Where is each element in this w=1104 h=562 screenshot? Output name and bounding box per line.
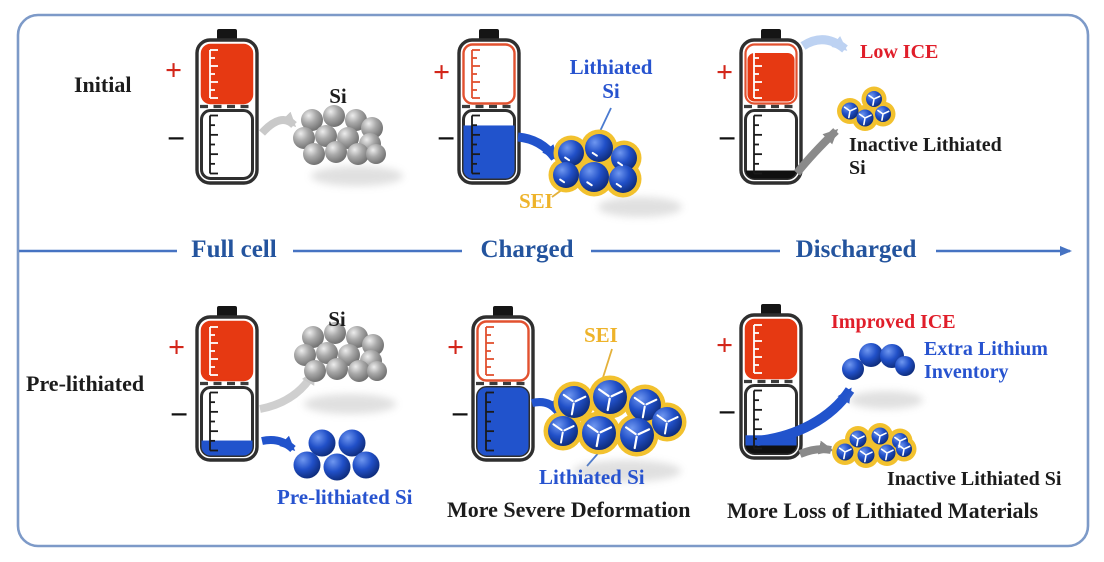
battery-terminal-nub (217, 306, 237, 318)
battery-terminal-nub (217, 29, 237, 41)
extra-lithium-inventory-label: Extra Lithium Inventory (924, 338, 1048, 383)
caption-more-loss: More Loss of Lithiated Materials (727, 498, 1039, 523)
figure-border (16, 13, 1090, 548)
prelithiated-si-label: Pre-lithiated Si (277, 485, 413, 509)
extra-lithium-cluster (842, 343, 915, 380)
si-label-initial: Si (329, 84, 347, 108)
anode-inactive-band (745, 170, 797, 179)
inactive-lithiated-si-cluster-prelithiated (832, 423, 917, 468)
minus-terminal-initial-charged: − (437, 120, 456, 156)
inactive-lithiated-si-label-prelithiated: Inactive Lithiated Si (887, 468, 1062, 490)
lithiated-si-label-prelithiated: Lithiated Si (539, 465, 645, 489)
cathode-compartment (200, 320, 254, 382)
arrow-si-extraction-initial (259, 111, 297, 136)
cluster-shadow (304, 394, 396, 414)
lithiated-si-sei-cluster (548, 129, 642, 198)
plus-terminal-pre-full: + (168, 331, 186, 364)
minus-terminal-pre-discharged: − (718, 394, 737, 430)
battery-terminal-nub (761, 304, 781, 316)
inactive-lithiated-si-label-initial: Inactive Lithiated Si (849, 134, 1002, 179)
particle-clusters (293, 86, 923, 482)
caption-more-severe-deformation: More Severe Deformation (447, 497, 691, 522)
arrow-lithiation-initial (517, 132, 559, 161)
row-label-initial: Initial (74, 72, 132, 97)
timeline-stage-full-cell: Full cell (191, 236, 277, 263)
timeline-stage-discharged: Discharged (795, 236, 917, 263)
timeline-stage-charged: Charged (480, 236, 574, 263)
minus-terminal-pre-charged: − (451, 396, 470, 432)
cathode-compartment (200, 43, 254, 105)
battery-terminal-nub (479, 29, 499, 41)
battery-icon-initial_full (195, 29, 259, 185)
battery-terminal-nub (761, 29, 781, 41)
deformed-lithiated-si-cluster (543, 375, 687, 457)
battery-terminal-nub (493, 306, 513, 318)
battery-icons (195, 29, 803, 462)
cathode-compartment (744, 318, 798, 380)
arrow-prelithiation (261, 435, 296, 453)
cluster-shadow (573, 460, 681, 482)
anode-lithium-fill (201, 440, 253, 456)
sei-label-initial: SEI (519, 189, 553, 213)
arrow-inactive-si-initial (793, 128, 839, 176)
arrow-inactive-si-prelithiated (798, 440, 834, 458)
arrow-low-ice (800, 35, 848, 53)
cluster-shadow (849, 391, 923, 409)
battery-icon-initial_discharged (739, 29, 803, 185)
plus-terminal-pre-charged: + (447, 331, 465, 364)
minus-terminal-pre-full: − (170, 396, 189, 432)
minus-terminal-initial-discharged: − (718, 120, 737, 156)
plus-terminal-initial-charged: + (433, 56, 451, 89)
anode-compartment (200, 109, 254, 180)
minus-terminal-initial-full: − (167, 120, 186, 156)
si-particle-cluster-initial (293, 105, 386, 165)
si-label-prelithiated: Si (328, 307, 346, 331)
row-label-prelithiated: Pre-lithiated (26, 371, 145, 396)
cathode-compartment (476, 320, 530, 382)
cluster-shadow (598, 197, 682, 217)
sei-label-prelithiated: SEI (584, 323, 618, 347)
battery-icon-initial_charged (457, 29, 521, 185)
si-particle-cluster-prelithiated (294, 322, 387, 382)
arrow-extra-lithium (756, 387, 855, 446)
plus-terminal-initial-discharged: + (716, 56, 734, 89)
plus-terminal-initial-full: + (165, 54, 183, 87)
battery-icon-pre_charged (471, 306, 535, 462)
cathode-compartment (462, 43, 516, 105)
battery-icon-pre_full (195, 306, 259, 462)
improved-ice-label: Improved ICE (831, 311, 956, 333)
anode-inactive-band (745, 445, 797, 454)
plus-terminal-pre-discharged: + (716, 329, 734, 362)
lithiated-si-label-initial: Lithiated Si (569, 55, 653, 104)
low-ice-label: Low ICE (860, 41, 939, 63)
inactive-lithiated-si-cluster-initial (837, 86, 896, 131)
prelithiated-si-cluster (293, 429, 380, 481)
cluster-shadow (311, 166, 403, 186)
